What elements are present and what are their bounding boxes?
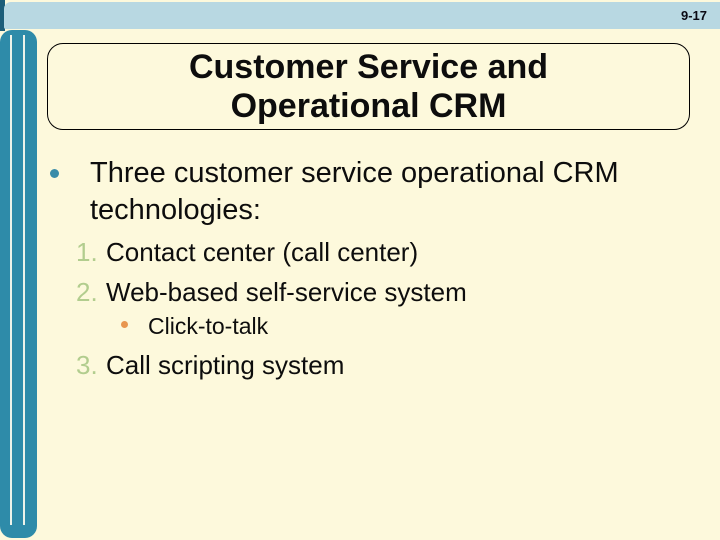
corner-accent <box>0 0 5 31</box>
list-item-1: 1. Contact center (call center) <box>76 235 418 269</box>
bullet-icon <box>50 169 59 178</box>
side-bar-stripe <box>10 35 12 525</box>
side-bar <box>0 30 37 538</box>
list-item-3-number: 3. <box>76 350 98 380</box>
title-box: Customer Service and Operational CRM <box>47 43 690 130</box>
bullet-text-line-1: Three customer service operational CRM <box>90 157 619 189</box>
top-bar: 9-17 <box>4 2 720 29</box>
slide-title-line-2: Operational CRM <box>230 86 507 125</box>
slide-title-line-1: Customer Service and <box>188 47 549 86</box>
list-item-1-number: 1. <box>76 237 98 267</box>
list-item-3: 3. Call scripting system <box>76 348 344 382</box>
list-item-2-text: Web-based self-service system <box>106 277 467 307</box>
page-number: 9-17 <box>680 8 707 23</box>
sub-bullet-icon <box>121 321 128 328</box>
bullet-text: Three customer service operational CRM t… <box>90 155 700 229</box>
list-item-2: 2. Web-based self-service system <box>76 275 467 309</box>
list-item-1-text: Contact center (call center) <box>106 237 419 267</box>
list-item-3-text: Call scripting system <box>106 350 345 380</box>
side-bar-stripe <box>23 35 25 525</box>
bullet-text-line-2: technologies: <box>90 194 261 226</box>
sub-bullet-text: Click-to-talk <box>148 313 269 339</box>
list-item-2-number: 2. <box>76 277 98 307</box>
